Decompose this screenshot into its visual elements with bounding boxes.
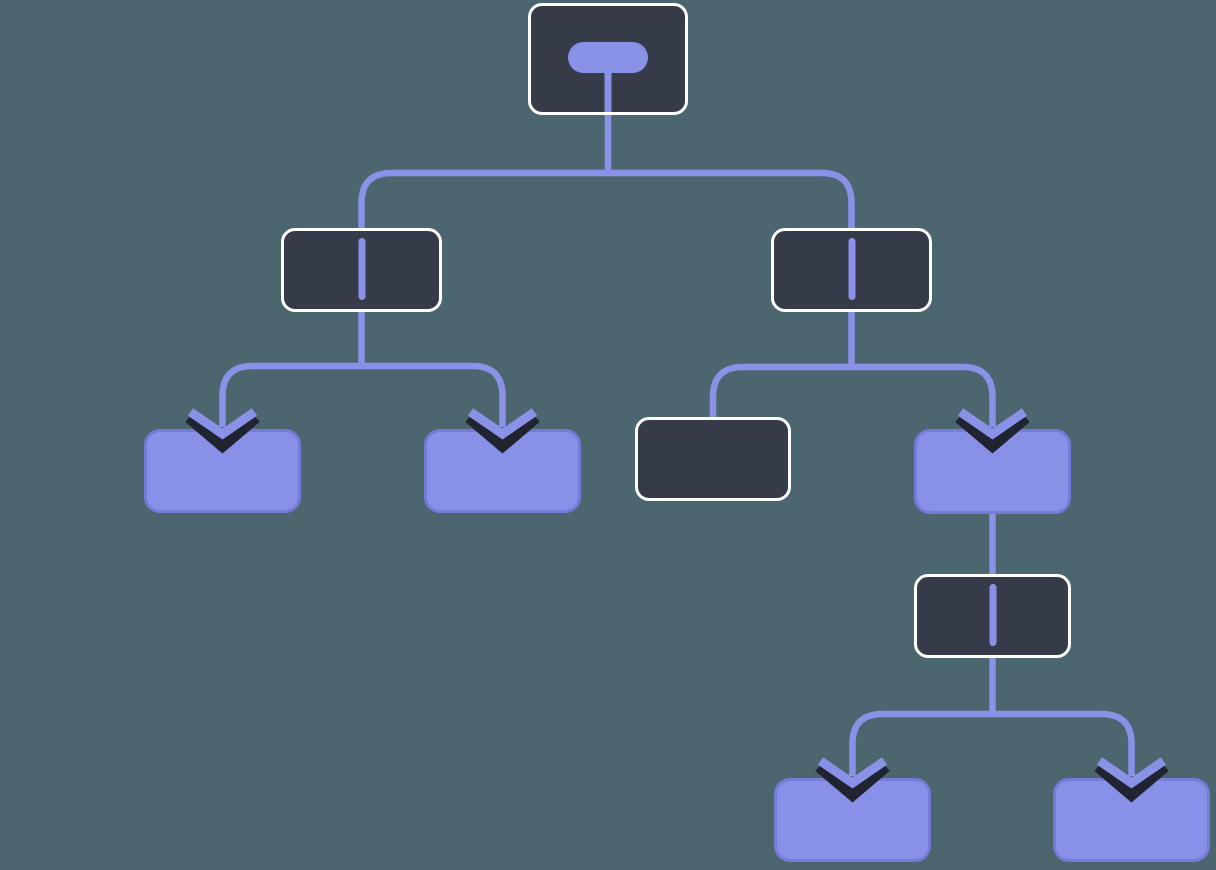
edge-trunk-bottom [849,710,1135,776]
edge-trunk-top [358,169,855,232]
tree-node-leaf-bottom-1 [774,778,931,862]
node-divider-bar-icon [989,584,996,646]
node-divider-bar-icon [358,238,365,300]
tree-node-leaf-mid-dark [635,417,791,501]
tree-node-mid-right-purple [914,429,1071,514]
tree-node-branch-right-lower [914,574,1071,658]
tree-node-leaf-left-2 [424,429,581,513]
root-pill-stem [604,70,612,112]
tree-node-leaf-bottom-2 [1053,778,1210,862]
edge-trunk-left [219,362,506,427]
tree-node-leaf-left-1 [144,429,301,513]
tree-node-root [528,3,688,115]
node-divider-bar-icon [848,238,855,300]
tree-node-branch-left [281,228,442,312]
root-pill-icon [568,42,648,73]
tree-node-branch-right [771,228,932,312]
